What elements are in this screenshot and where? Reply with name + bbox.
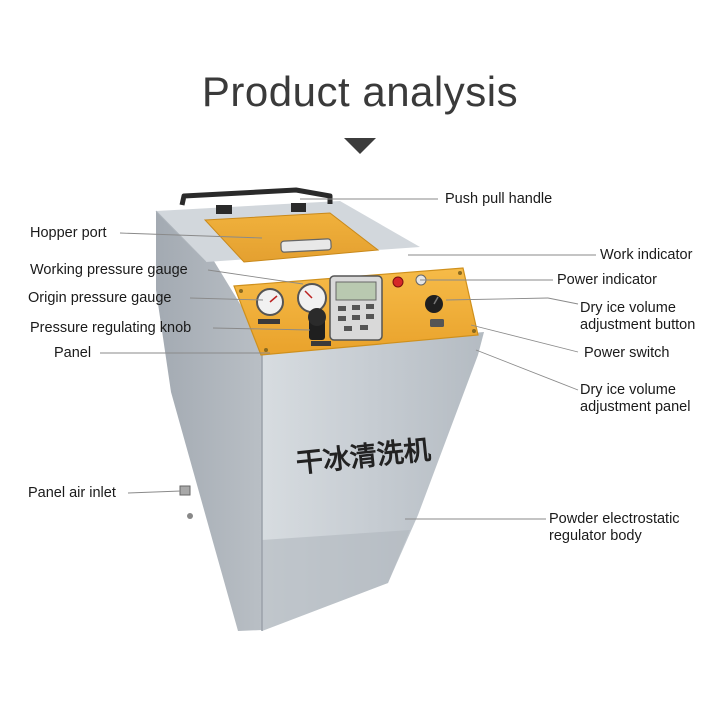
label-powder-body-line1: Powder electrostatic	[549, 511, 680, 527]
hopper-port	[280, 238, 332, 253]
label-powder-body-line2: regulator body	[549, 528, 642, 544]
label-panel: Panel	[54, 345, 92, 361]
page-title: Product analysis	[201, 68, 519, 115]
label-panel-air-inlet: Panel air inlet	[28, 485, 116, 501]
cabinet-side	[156, 211, 262, 631]
label-power-switch: Power switch	[584, 345, 670, 361]
label-hopper-port: Hopper port	[30, 225, 107, 241]
chevron-down-icon	[344, 138, 376, 154]
label-push-pull-handle: Push pull handle	[445, 191, 553, 207]
hopper-lid	[203, 212, 380, 263]
label-dry-ice-volume-button-line2: adjustment button	[580, 317, 696, 333]
label-dry-ice-volume-panel-line1: Dry ice volume	[580, 382, 676, 398]
label-working-pressure-gauge: Working pressure gauge	[30, 262, 188, 278]
leader-lines	[100, 198, 596, 520]
label-dry-ice-volume-panel-line2: adjustment panel	[580, 399, 691, 415]
origin-pressure-gauge	[297, 283, 327, 313]
dry-ice-volume-adjustment-button	[425, 295, 443, 313]
label-origin-pressure-gauge: Origin pressure gauge	[28, 290, 172, 306]
dry-ice-volume-adjustment-panel	[329, 275, 383, 341]
push-pull-handle	[179, 187, 333, 206]
label-work-indicator: Work indicator	[600, 247, 693, 263]
power-switch	[430, 319, 444, 327]
work-indicator	[392, 276, 404, 288]
label-dry-ice-volume-button-line1: Dry ice volume	[580, 300, 676, 316]
working-pressure-gauge	[256, 288, 284, 324]
panel-air-inlet	[179, 485, 193, 519]
label-pressure-regulating-knob: Pressure regulating knob	[30, 320, 192, 336]
label-power-indicator: Power indicator	[557, 272, 657, 288]
pressure-regulating-knob	[308, 308, 331, 346]
